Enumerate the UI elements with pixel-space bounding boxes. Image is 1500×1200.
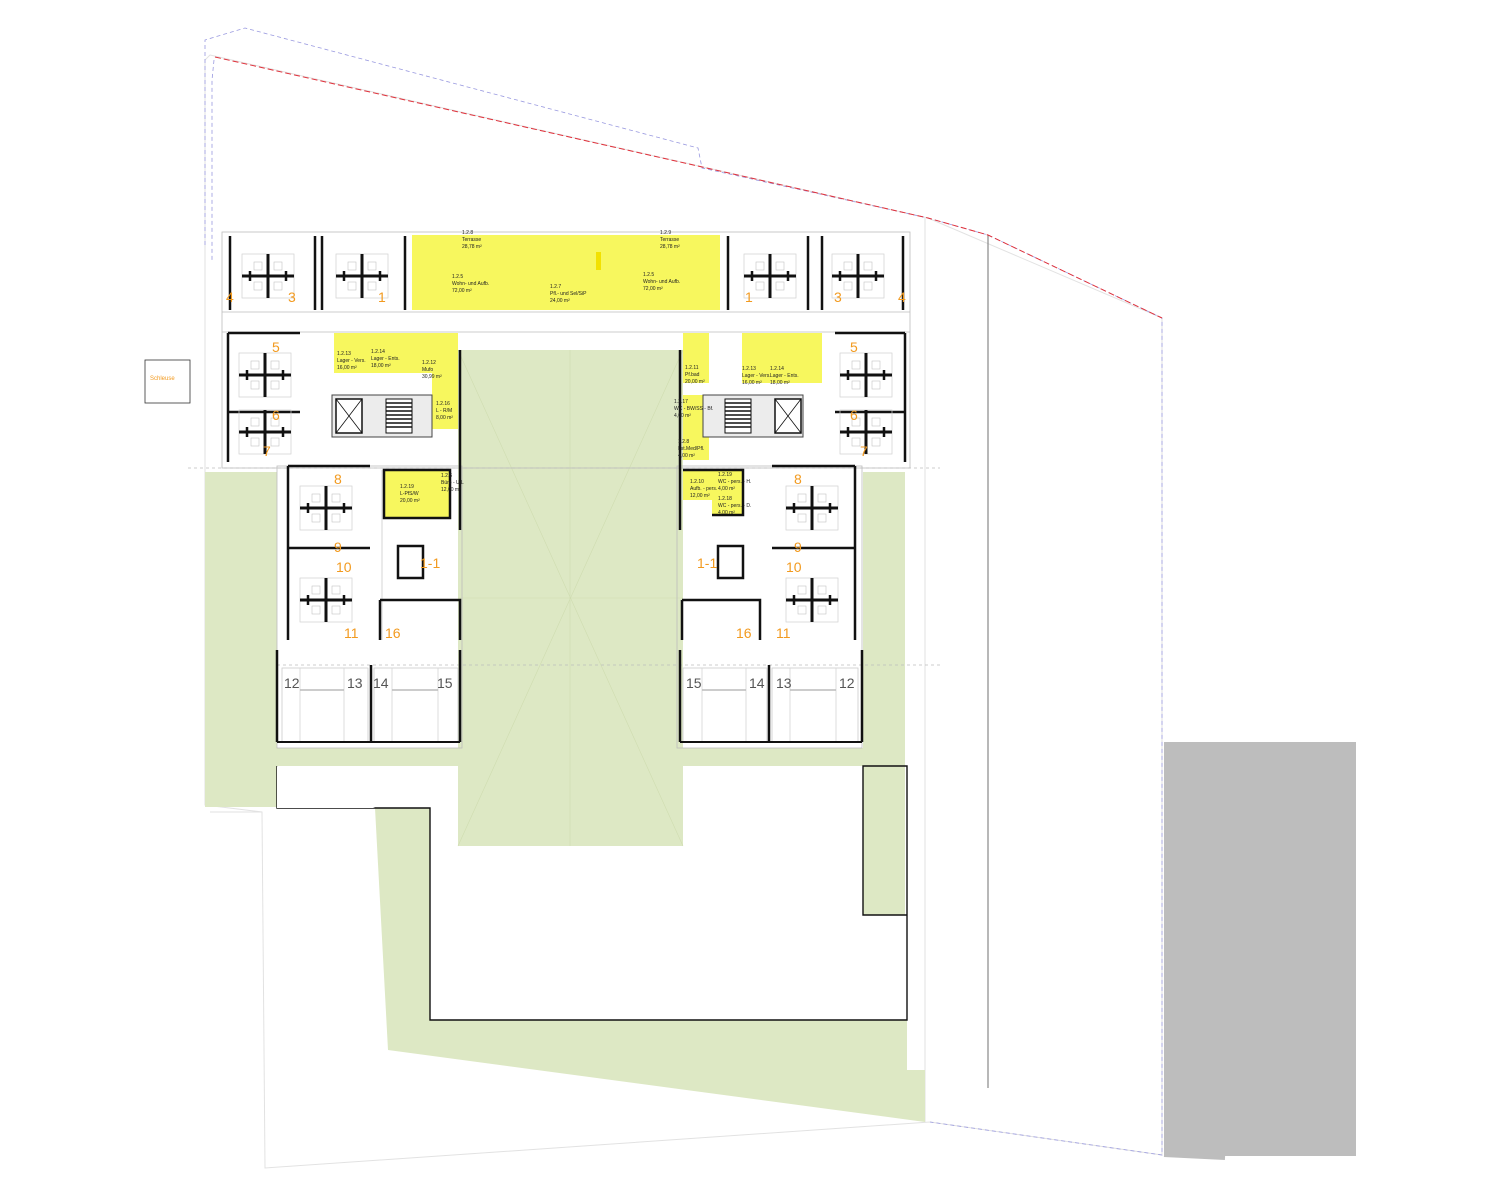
svg-text:16: 16	[385, 625, 401, 641]
svg-text:1-1: 1-1	[420, 555, 440, 571]
svg-text:1: 1	[745, 289, 753, 305]
building-outline	[188, 231, 940, 749]
svg-text:6: 6	[272, 407, 280, 423]
svg-text:12: 12	[284, 675, 300, 691]
west-wing-rooms	[286, 464, 462, 640]
svg-text:10: 10	[786, 559, 802, 575]
green-areas	[205, 349, 925, 1122]
svg-text:3: 3	[834, 289, 842, 305]
stair-core-west	[331, 394, 433, 438]
svg-text:11: 11	[344, 625, 359, 641]
svg-text:1-1: 1-1	[697, 555, 717, 571]
svg-text:8: 8	[334, 471, 342, 487]
svg-text:15: 15	[437, 675, 453, 691]
svg-text:3: 3	[288, 289, 296, 305]
svg-text:12: 12	[839, 675, 855, 691]
svg-text:1: 1	[378, 289, 386, 305]
west-middle-rooms	[226, 331, 907, 462]
room-numbers: 4 3 1 1 3 4 5 6 7 5 6 7 8 9 10 11 16 1-1…	[226, 289, 906, 691]
schleuse-box	[144, 359, 191, 404]
svg-text:9: 9	[794, 539, 802, 555]
svg-text:14: 14	[373, 675, 389, 691]
yellow-rooms	[334, 235, 822, 518]
svg-text:5: 5	[850, 339, 858, 355]
svg-text:5: 5	[272, 339, 280, 355]
stair-core-east	[702, 394, 804, 438]
svg-text:4: 4	[898, 289, 906, 305]
svg-text:9: 9	[334, 539, 342, 555]
svg-text:6: 6	[850, 407, 858, 423]
svg-text:13: 13	[347, 675, 363, 691]
schleuse-label: Schleuse	[150, 376, 175, 382]
svg-text:4: 4	[226, 289, 234, 305]
svg-text:10: 10	[336, 559, 352, 575]
svg-text:7: 7	[860, 443, 868, 459]
south-rooms-west	[275, 650, 462, 743]
svg-text:14: 14	[749, 675, 765, 691]
svg-text:13: 13	[776, 675, 792, 691]
neighbour-building	[1164, 742, 1356, 1156]
svg-text:11: 11	[776, 625, 791, 641]
svg-text:15: 15	[686, 675, 702, 691]
south-rooms-east	[678, 650, 864, 743]
svg-text:16: 16	[736, 625, 752, 641]
site-boundary	[204, 27, 1163, 1169]
svg-text:7: 7	[263, 443, 271, 459]
east-wing-rooms	[680, 464, 857, 640]
svg-text:8: 8	[794, 471, 802, 487]
north-wing-rooms	[228, 236, 905, 310]
